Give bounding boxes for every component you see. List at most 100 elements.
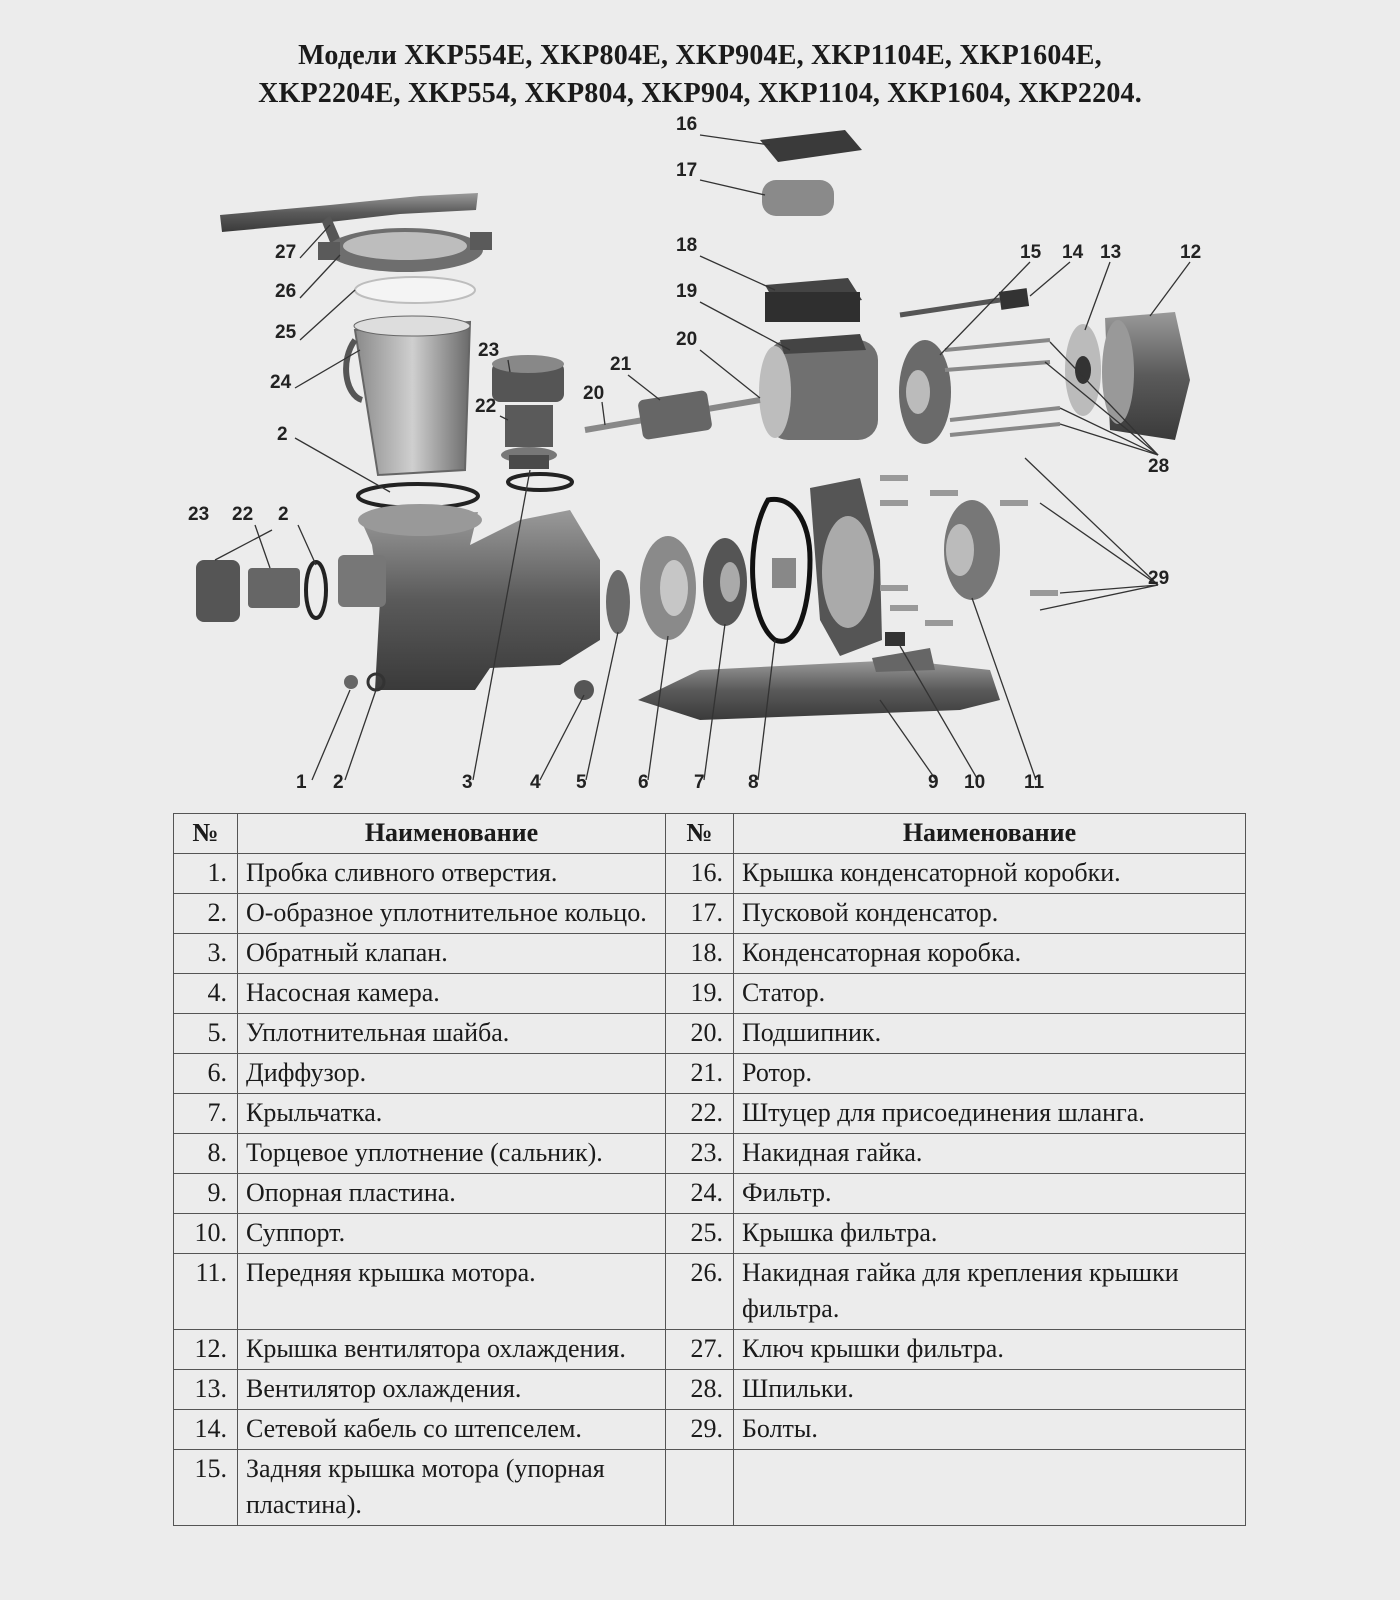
part-number: 8.	[173, 1133, 238, 1174]
part-name: Конденсаторная коробка.	[733, 933, 1246, 974]
part-number: 7.	[173, 1093, 238, 1134]
part-name: Ключ крышки фильтра.	[733, 1329, 1246, 1370]
part-number: 26.	[665, 1253, 734, 1330]
pump-chamber-part	[338, 504, 600, 690]
part-number	[665, 1449, 734, 1526]
part-number: 5.	[173, 1013, 238, 1054]
part-number: 27.	[665, 1329, 734, 1370]
part-number: 18.	[665, 933, 734, 974]
callout-label: 10	[964, 772, 985, 793]
callout-label: 28	[1148, 456, 1169, 477]
callout-label: 8	[748, 772, 759, 793]
part-name: Торцевое уплотнение (сальник).	[237, 1133, 666, 1174]
cooling-fan-part	[1065, 324, 1101, 416]
part-number: 29.	[665, 1409, 734, 1450]
callout-label: 3	[462, 772, 473, 793]
part-number: 15.	[173, 1449, 238, 1526]
part-number: 17.	[665, 893, 734, 934]
part-number: 12.	[173, 1329, 238, 1370]
callout-label: 25	[275, 322, 297, 343]
callout-label: 14	[1062, 242, 1084, 263]
table-row: 12.Крышка вентилятора охлаждения.27.Ключ…	[173, 1329, 1246, 1370]
callout-label: 23	[478, 340, 499, 361]
part-name: Задняя крышка мотора (упорная пластина).	[237, 1449, 666, 1526]
part-name: Обратный клапан.	[237, 933, 666, 974]
models-title-line-1: Модели XKP554E, XKP804E, XKP904E, XKP110…	[298, 40, 1102, 71]
callout-label: 17	[676, 160, 697, 181]
callout-label: 2	[278, 504, 289, 525]
drain-plug-part	[344, 675, 358, 689]
part-name: Крышка конденсаторной коробки.	[733, 853, 1246, 894]
base-plate-part	[638, 632, 1000, 720]
column-header-name: Наименование	[237, 813, 666, 854]
part-number: 16.	[665, 853, 734, 894]
column-header-number: №	[665, 813, 734, 854]
filter-lock-ring-part	[318, 228, 492, 272]
callout-label: 1	[296, 772, 307, 793]
part-number: 28.	[665, 1369, 734, 1410]
callout-label: 20	[583, 383, 604, 404]
part-name: Накидная гайка для крепления крышки филь…	[733, 1253, 1246, 1330]
callout-labels: 1 2 3 4 5 6 7 8 9 10 11 12 13 14 15 16 1…	[188, 114, 1201, 793]
part-name: Болты.	[733, 1409, 1246, 1450]
table-row: 14.Сетевой кабель со штепселем.29.Болты.	[173, 1409, 1246, 1450]
table-row: 15.Задняя крышка мотора (упорная пластин…	[173, 1449, 1246, 1526]
table-row: 9.Опорная пластина.24.Фильтр.	[173, 1173, 1246, 1214]
top-union-part	[492, 355, 574, 492]
part-number: 3.	[173, 933, 238, 974]
callout-label: 4	[530, 772, 541, 793]
part-number: 2.	[173, 893, 238, 934]
callout-label: 5	[576, 772, 587, 793]
part-number: 4.	[173, 973, 238, 1014]
part-number: 22.	[665, 1093, 734, 1134]
callout-label: 13	[1100, 242, 1121, 263]
motor-front-cover-part	[944, 500, 1000, 600]
filter-basket-part	[343, 315, 472, 477]
power-cable-part	[899, 288, 1030, 318]
part-number: 13.	[173, 1369, 238, 1410]
table-header-row: № Наименование № Наименование	[173, 813, 1246, 854]
table-row: 1.Пробка сливного отверстия.16.Крышка ко…	[173, 853, 1246, 894]
parts-table: № Наименование № Наименование 1.Пробка с…	[173, 813, 1246, 1526]
part-number: 6.	[173, 1053, 238, 1094]
table-row: 8.Торцевое уплотнение (сальник).23.Накид…	[173, 1133, 1246, 1174]
callout-label: 9	[928, 772, 939, 793]
part-name: Вентилятор охлаждения.	[237, 1369, 666, 1410]
part-name: Сетевой кабель со штепселем.	[237, 1409, 666, 1450]
callout-label: 20	[676, 329, 697, 350]
part-number: 19.	[665, 973, 734, 1014]
table-row: 5.Уплотнительная шайба.20.Подшипник.	[173, 1013, 1246, 1054]
table-row: 4.Насосная камера.19.Статор.	[173, 973, 1246, 1014]
part-name: Пробка сливного отверстия.	[237, 853, 666, 894]
callout-label: 6	[638, 772, 649, 793]
part-name: Ротор.	[733, 1053, 1246, 1094]
table-row: 11.Передняя крышка мотора.26.Накидная га…	[173, 1253, 1246, 1330]
table-row: 7.Крыльчатка.22.Штуцер для присоединения…	[173, 1093, 1246, 1134]
impeller-part	[703, 538, 747, 626]
part-number: 21.	[665, 1053, 734, 1094]
studs-part	[944, 338, 1061, 437]
part-name: Суппорт.	[237, 1213, 666, 1254]
filter-lid-part	[354, 276, 476, 304]
part-name: Крышка фильтра.	[733, 1213, 1246, 1254]
part-number: 20.	[665, 1013, 734, 1054]
part-number: 23.	[665, 1133, 734, 1174]
table-row: 6.Диффузор.21.Ротор.	[173, 1053, 1246, 1094]
part-number: 14.	[173, 1409, 238, 1450]
stator-part	[759, 334, 878, 440]
part-name: Передняя крышка мотора.	[237, 1253, 666, 1330]
part-name: Крышка вентилятора охлаждения.	[237, 1329, 666, 1370]
part-number: 24.	[665, 1173, 734, 1214]
exploded-pump-diagram: 1 2 3 4 5 6 7 8 9 10 11 12 13 14 15 16 1…	[188, 114, 1201, 793]
callout-label: 15	[1020, 242, 1042, 263]
part-number: 1.	[173, 853, 238, 894]
part-name: Фильтр.	[733, 1173, 1246, 1214]
callout-label: 12	[1180, 242, 1201, 263]
part-name: Накидная гайка.	[733, 1133, 1246, 1174]
callout-label: 2	[333, 772, 344, 793]
part-name: Пусковой конденсатор.	[733, 893, 1246, 934]
callout-label: 18	[676, 235, 697, 256]
leader-lines	[214, 134, 1191, 781]
callout-label: 27	[275, 242, 296, 263]
part-number: 10.	[173, 1213, 238, 1254]
